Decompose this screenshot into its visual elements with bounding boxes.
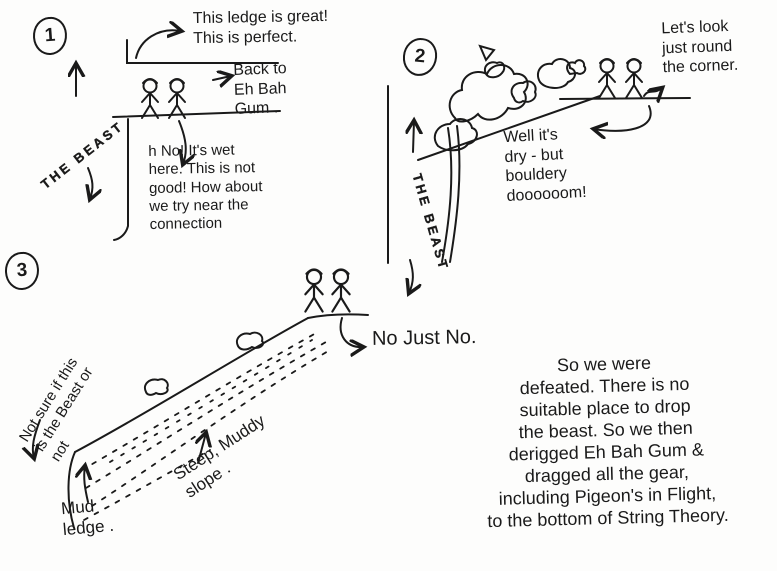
conclusion-paragraph: So we were defeated. There is no suitabl… bbox=[487, 352, 729, 531]
p2-cliff-right-edge2 bbox=[449, 125, 461, 263]
p2-dry-caption: Well it's dry - but bouldery doooooom! bbox=[503, 126, 587, 205]
p3-no-curved-arrow-icon bbox=[339, 317, 363, 347]
p2-wavy-arrow-icon bbox=[643, 88, 662, 96]
p3-rock bbox=[144, 378, 169, 396]
p2-ground-line bbox=[559, 97, 691, 100]
p1-lower-ledge bbox=[112, 110, 281, 118]
p1-down-arrow-icon bbox=[178, 120, 186, 164]
p2-boulder bbox=[510, 80, 537, 104]
stick-figure bbox=[331, 268, 351, 313]
p2-down-arrow-icon bbox=[409, 259, 413, 293]
stick-figure bbox=[141, 78, 159, 119]
p1-upper-ledge bbox=[126, 39, 279, 64]
p2-boulder bbox=[433, 118, 478, 152]
stick-figure bbox=[304, 268, 324, 313]
p2-boulder bbox=[536, 58, 576, 89]
p3-slope-up-arrow-icon bbox=[198, 433, 206, 464]
p1-wall bbox=[113, 118, 129, 241]
stick-figure bbox=[598, 58, 616, 99]
p3-ground-line bbox=[307, 313, 369, 319]
p2-boulder bbox=[484, 61, 506, 79]
p3-slope-line bbox=[74, 317, 309, 453]
p3-rock bbox=[236, 331, 264, 351]
stick-figure bbox=[168, 78, 186, 119]
p1-right-arrow-icon bbox=[212, 76, 231, 80]
p1-ledge-caption: This ledge is great! This is perfect. bbox=[192, 7, 329, 47]
p1-beast-down-arrow-icon bbox=[88, 167, 92, 199]
p3-no-caption: No Just No. bbox=[371, 326, 477, 350]
p1-wet-caption: h No! It's wet here. This is not good! H… bbox=[148, 141, 263, 234]
p2-boulder bbox=[448, 64, 529, 123]
p1-back-caption: Back to Eh Bah Gum . bbox=[233, 60, 287, 118]
p2-curved-arrow-icon bbox=[594, 105, 652, 131]
p2-cliff-right-edge bbox=[441, 127, 453, 263]
p3-mud-texture bbox=[81, 331, 331, 521]
panel2-drawing bbox=[387, 44, 691, 293]
p3-mud-up-arrow-icon bbox=[84, 466, 88, 503]
p1-curved-arrow-icon bbox=[135, 30, 181, 59]
p2-boulder bbox=[478, 44, 496, 62]
p3-mud-caption: Mud ledge . bbox=[60, 496, 115, 539]
p2-look-caption: Let's look just round the corner. bbox=[661, 17, 739, 77]
p2-up-arrow-icon bbox=[413, 121, 414, 153]
panel1-drawing bbox=[76, 30, 281, 241]
p3-notsure-down-arrow-icon bbox=[33, 419, 41, 458]
panel3-drawing bbox=[33, 268, 369, 529]
stick-figure bbox=[625, 58, 643, 99]
p3-mud-ledge-edge bbox=[67, 451, 76, 529]
p2-boulder bbox=[566, 59, 587, 76]
